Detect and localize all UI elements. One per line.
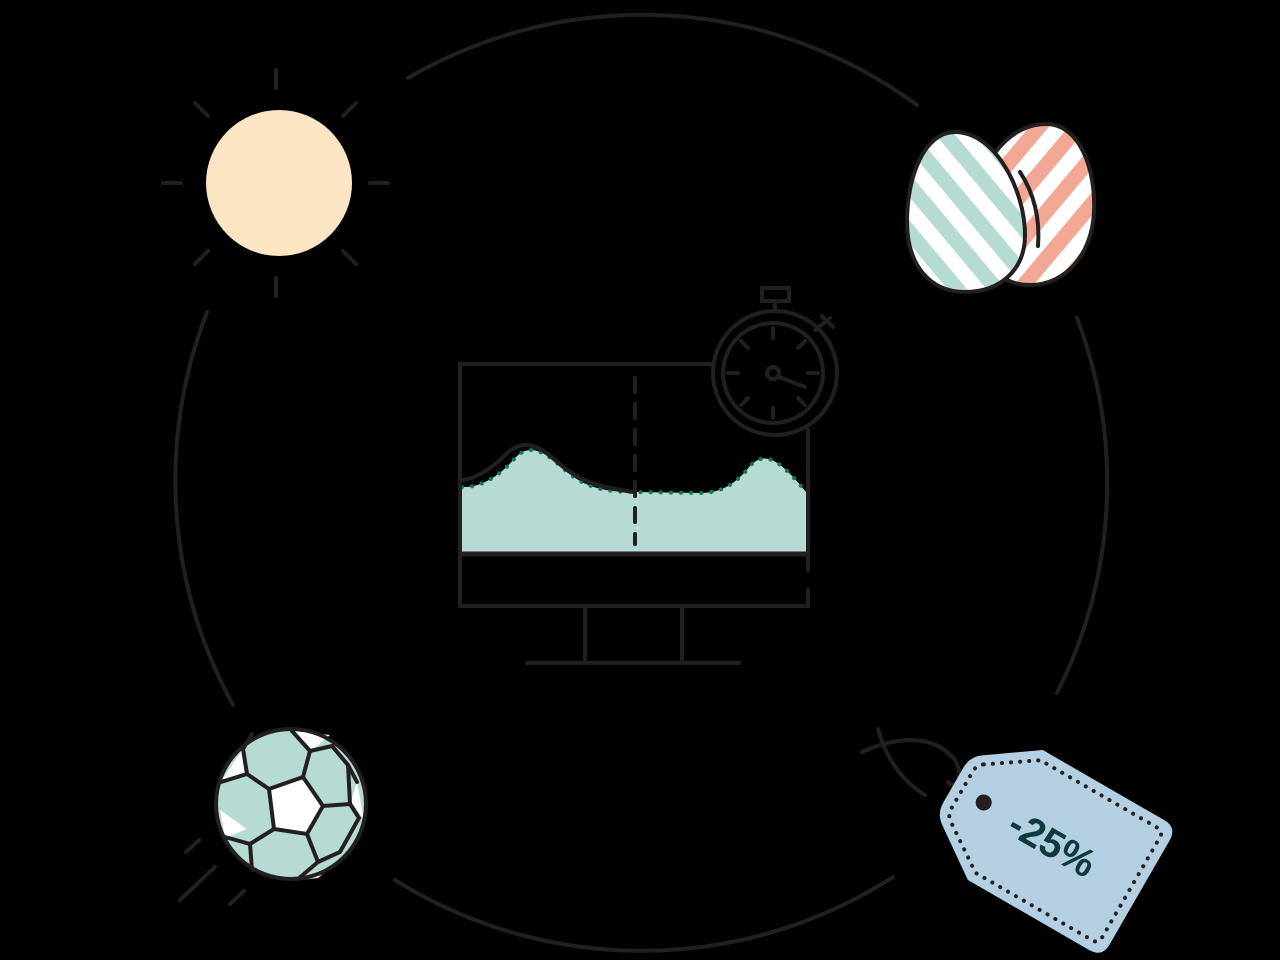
orbit-circle xyxy=(173,12,1110,953)
sun-icon xyxy=(161,68,390,298)
stopwatch-icon xyxy=(711,286,839,437)
easter-eggs-icon xyxy=(904,121,1097,295)
price-tag-icon: -25% xyxy=(860,727,1173,953)
soccer-ball-icon xyxy=(178,727,368,906)
monitor-chart-icon xyxy=(458,362,810,665)
